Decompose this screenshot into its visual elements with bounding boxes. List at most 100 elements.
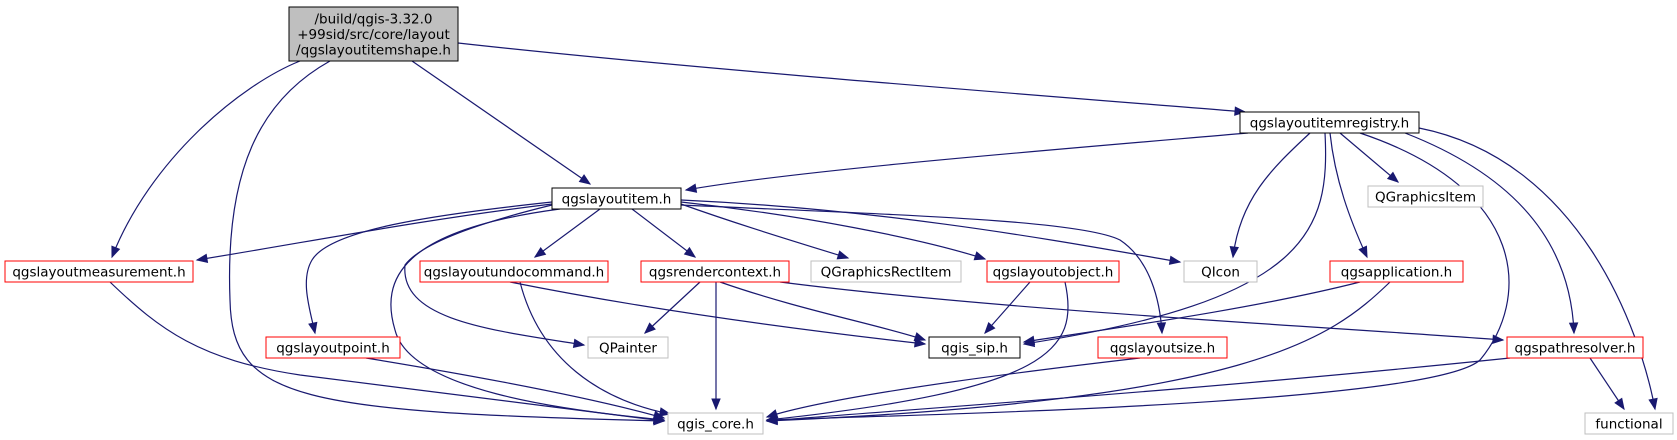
node-functional[interactable]: functional bbox=[1584, 412, 1674, 435]
edge-arrowhead bbox=[1568, 322, 1579, 335]
edge-line bbox=[365, 357, 665, 419]
node-box bbox=[1584, 412, 1674, 435]
edge-line bbox=[1404, 132, 1575, 334]
edges-layer bbox=[109, 42, 1658, 426]
edge-line bbox=[766, 132, 1510, 421]
node-pathresolver[interactable]: qgspathresolver.h bbox=[1506, 336, 1644, 359]
node-qpainter[interactable]: QPainter bbox=[587, 336, 669, 359]
edge-layoutitem-to-undocommand bbox=[533, 208, 601, 258]
node-qgraphicsitem[interactable]: QGraphicsItem bbox=[1367, 185, 1484, 208]
node-root[interactable]: /build/qgis-3.32.0+99sid/src/core/layout… bbox=[288, 6, 459, 62]
edge-root-to-core bbox=[228, 60, 666, 426]
edge-root-to-layoutitem bbox=[411, 60, 592, 185]
edge-arrowhead bbox=[1156, 322, 1167, 335]
node-box bbox=[1239, 111, 1420, 134]
edge-registry-to-qicon bbox=[1229, 132, 1311, 259]
node-layoutitem[interactable]: qgslayoutitem.h bbox=[551, 187, 682, 210]
edge-arrowhead bbox=[572, 338, 586, 349]
edge-layoutpoint-to-core bbox=[365, 357, 666, 420]
node-label: qgsapplication.h bbox=[1341, 265, 1453, 281]
edge-layoutitem-to-core bbox=[390, 208, 666, 424]
node-label: qgslayoutmeasurement.h bbox=[12, 265, 185, 281]
node-application[interactable]: qgsapplication.h bbox=[1329, 260, 1464, 283]
edge-layoutitem-to-layoutpoint bbox=[305, 201, 553, 335]
node-label: qgslayoutitem.h bbox=[562, 192, 672, 208]
edge-line bbox=[196, 203, 553, 261]
node-core[interactable]: qgis_core.h bbox=[667, 412, 764, 435]
edge-arrowhead bbox=[684, 183, 698, 193]
edge-arrowhead bbox=[578, 174, 592, 185]
edge-line bbox=[305, 201, 553, 334]
edge-arrowhead bbox=[1386, 171, 1400, 183]
edge-registry-to-qgraphicsitem bbox=[1339, 132, 1400, 183]
edge-line bbox=[631, 208, 696, 258]
edge-line bbox=[766, 281, 1069, 421]
edge-rendercontext-to-sip bbox=[719, 281, 927, 342]
edge-arrowhead bbox=[1022, 335, 1036, 346]
node-box bbox=[587, 336, 669, 359]
edge-line bbox=[411, 60, 591, 185]
node-label: qgsrendercontext.h bbox=[649, 265, 781, 281]
node-label: qgslayoutpoint.h bbox=[276, 341, 390, 357]
edge-line bbox=[111, 60, 301, 258]
node-box bbox=[1097, 336, 1228, 359]
node-measurement[interactable]: qgslayoutmeasurement.h bbox=[4, 260, 194, 283]
node-box bbox=[1367, 185, 1484, 208]
node-box bbox=[640, 260, 790, 283]
edge-line bbox=[680, 199, 1181, 263]
edge-layoutitem-to-qgraphicsrectitem bbox=[680, 203, 850, 260]
edge-line bbox=[228, 60, 665, 422]
node-layoutsize[interactable]: qgslayoutsize.h bbox=[1097, 336, 1228, 359]
edge-line bbox=[519, 281, 671, 415]
node-undocommand[interactable]: qgslayoutundocommand.h bbox=[419, 260, 609, 283]
edge-arrowhead bbox=[195, 253, 209, 263]
edge-line bbox=[457, 42, 1246, 113]
edge-arrowhead bbox=[644, 322, 656, 334]
edge-rendercontext-to-core bbox=[711, 282, 721, 411]
edge-line bbox=[1339, 132, 1399, 183]
node-layoutpoint[interactable]: qgslayoutpoint.h bbox=[265, 336, 401, 359]
edge-line bbox=[1023, 281, 1361, 343]
edge-arrowhead bbox=[765, 415, 778, 425]
edge-arrowhead bbox=[1358, 245, 1368, 259]
node-qicon[interactable]: QIcon bbox=[1183, 260, 1258, 283]
node-box bbox=[810, 260, 962, 283]
node-label: /build/qgis-3.32.0 bbox=[314, 12, 432, 28]
edge-layoutobject-to-core bbox=[765, 281, 1069, 424]
edge-line bbox=[644, 281, 701, 334]
node-box bbox=[419, 260, 609, 283]
edge-root-to-measurement bbox=[111, 60, 301, 259]
edge-arrowhead bbox=[711, 398, 721, 411]
edge-undocommand-to-core bbox=[519, 281, 672, 417]
node-qgraphicsrectitem[interactable]: QGraphicsRectItem bbox=[810, 260, 962, 283]
node-label: QGraphicsRectItem bbox=[821, 265, 952, 281]
edge-line bbox=[390, 208, 665, 421]
node-sip[interactable]: qgis_sip.h bbox=[928, 336, 1021, 359]
edge-line bbox=[534, 208, 601, 258]
node-label: QGraphicsItem bbox=[1375, 190, 1476, 206]
edge-line bbox=[685, 132, 1249, 191]
edge-line bbox=[509, 281, 926, 345]
node-label: +99sid/src/core/layout bbox=[297, 27, 450, 43]
edge-arrowhead bbox=[111, 245, 121, 259]
edge-layoutitem-to-measurement bbox=[195, 203, 553, 263]
node-label: QIcon bbox=[1201, 265, 1240, 281]
edge-rendercontext-to-pathresolver bbox=[779, 281, 1505, 344]
edge-layoutitem-to-layoutsize bbox=[680, 204, 1167, 335]
node-registry[interactable]: qgslayoutitemregistry.h bbox=[1239, 111, 1420, 134]
node-layoutobject[interactable]: qgslayoutobject.h bbox=[986, 260, 1120, 283]
node-label: qgspathresolver.h bbox=[1515, 341, 1636, 357]
edge-line bbox=[680, 204, 1163, 334]
node-rendercontext[interactable]: qgsrendercontext.h bbox=[640, 260, 790, 283]
edge-layoutitem-to-qicon bbox=[680, 199, 1182, 265]
edge-layoutobject-to-sip bbox=[984, 281, 1031, 335]
edge-arrowhead bbox=[658, 407, 672, 417]
node-box bbox=[928, 336, 1021, 359]
edge-arrowhead bbox=[1614, 397, 1625, 411]
edge-pathresolver-to-functional bbox=[1589, 357, 1625, 411]
edge-registry-to-pathresolver bbox=[1404, 132, 1579, 335]
node-box bbox=[1506, 336, 1644, 359]
node-label: qgis_sip.h bbox=[941, 341, 1008, 357]
node-box bbox=[986, 260, 1120, 283]
node-label: qgslayoutitemregistry.h bbox=[1250, 116, 1409, 132]
